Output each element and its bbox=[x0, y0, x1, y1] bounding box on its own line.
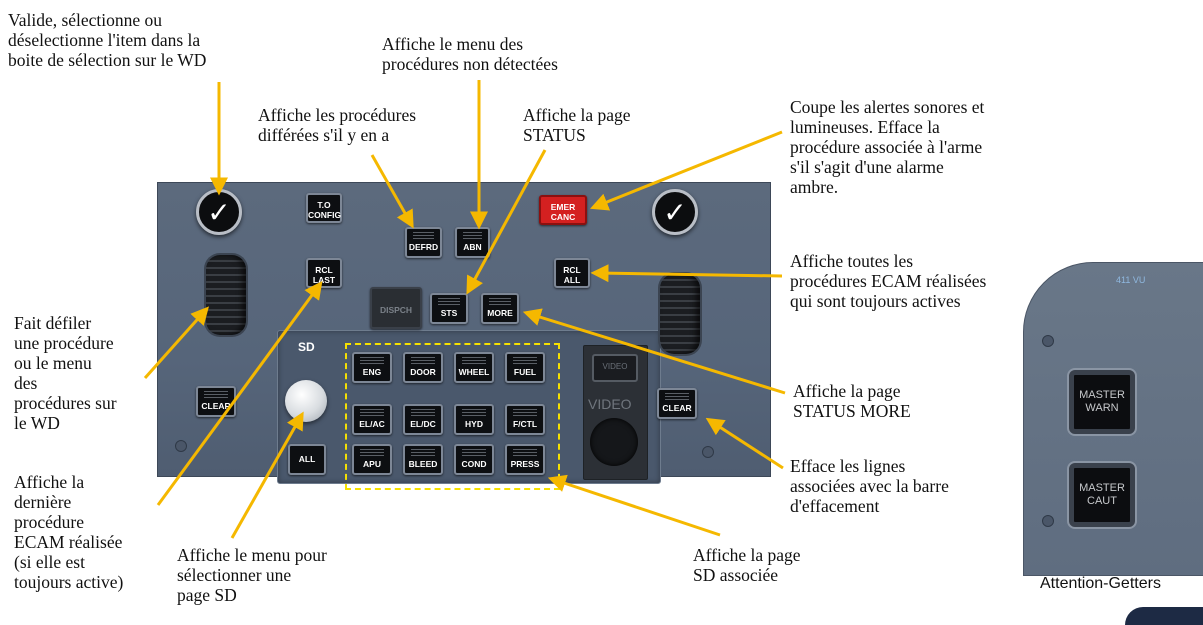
sd-page-button-el-ac[interactable]: EL/AC bbox=[352, 404, 392, 435]
annotation-status-more: Affiche la page STATUS MORE bbox=[793, 381, 911, 421]
sd-page-button-hyd[interactable]: HYD bbox=[454, 404, 494, 435]
sts-button[interactable]: STS bbox=[430, 293, 468, 324]
defrd-button[interactable]: DEFRD bbox=[405, 227, 442, 258]
arrow-rcl-last bbox=[156, 280, 323, 506]
arrow-rcl-all bbox=[590, 264, 783, 283]
annotation-deferred: Affiche les procédures différées s'il y … bbox=[258, 105, 417, 145]
master-caut-button[interactable]: MASTER CAUT bbox=[1069, 463, 1135, 527]
scroll-wheel-left[interactable] bbox=[206, 255, 246, 335]
sd-label: SD bbox=[298, 340, 315, 354]
sd-page-button-press[interactable]: PRESS bbox=[505, 444, 545, 475]
sd-pages-highlight-box bbox=[345, 343, 560, 490]
annotation-rcl-all: Affiche toutes les procédures ECAM réali… bbox=[790, 251, 987, 311]
annotation-not-detected: Affiche le menu des procédures non détec… bbox=[382, 34, 558, 74]
sd-page-button-fuel[interactable]: FUEL bbox=[505, 352, 545, 383]
arrow-emer-canc bbox=[590, 130, 783, 211]
arrow-status bbox=[466, 149, 547, 295]
to-config-button[interactable]: T.O CONFIG bbox=[306, 193, 342, 223]
scroll-wheel-right[interactable] bbox=[660, 274, 700, 354]
all-button[interactable]: ALL bbox=[288, 444, 326, 475]
screw-left bbox=[175, 440, 187, 452]
master-warn-button[interactable]: MASTER WARN bbox=[1069, 370, 1135, 434]
checkmark-knob-left[interactable]: ✓ bbox=[196, 189, 242, 235]
arrow-clear bbox=[705, 417, 784, 470]
arrow-deferred bbox=[370, 154, 414, 229]
sd-page-button-bleed[interactable]: BLEED bbox=[403, 444, 443, 475]
sd-page-button-el-dc[interactable]: EL/DC bbox=[403, 404, 443, 435]
check-icon: ✓ bbox=[663, 195, 687, 229]
video-button[interactable]: VIDEO bbox=[592, 354, 638, 382]
sd-page-button-f-ctl[interactable]: F/CTL bbox=[505, 404, 545, 435]
screw bbox=[1042, 515, 1054, 527]
panel-id-label: 411 VU bbox=[1116, 275, 1146, 285]
annotation-sd-page: Affiche la page SD associée bbox=[693, 545, 801, 585]
sd-page-button-cond[interactable]: COND bbox=[454, 444, 494, 475]
video-knob[interactable] bbox=[590, 418, 638, 466]
rcl-all-button[interactable]: RCL ALL bbox=[554, 258, 590, 288]
check-icon: ✓ bbox=[207, 195, 231, 229]
sd-page-button-door[interactable]: DOOR bbox=[403, 352, 443, 383]
clear-button-left[interactable]: CLEAR bbox=[196, 386, 236, 417]
annotation-emer-canc: Coupe les alertes sonores et lumineuses.… bbox=[790, 97, 985, 197]
arrow-status-more bbox=[522, 308, 786, 395]
annotation-validate: Valide, sélectionne ou déselectionne l'i… bbox=[8, 10, 207, 70]
clear-button-right[interactable]: CLEAR bbox=[657, 388, 697, 419]
annotation-sd-menu: Affiche le menu pour sélectionner une pa… bbox=[177, 545, 327, 605]
video-section: VIDEO VIDEO bbox=[583, 345, 648, 480]
sd-page-button-eng[interactable]: ENG bbox=[352, 352, 392, 383]
emer-canc-button[interactable]: EMER CANC bbox=[539, 195, 587, 225]
arrow-sd-page bbox=[547, 474, 721, 537]
attention-getters-caption: Attention-Getters bbox=[1040, 575, 1161, 592]
sd-page-button-wheel[interactable]: WHEEL bbox=[454, 352, 494, 383]
annotation-clear: Efface les lignes associées avec la barr… bbox=[790, 456, 949, 516]
video-label: VIDEO bbox=[588, 396, 632, 412]
more-button[interactable]: MORE bbox=[481, 293, 519, 324]
screw bbox=[1042, 335, 1054, 347]
annotation-status: Affiche la page STATUS bbox=[523, 105, 631, 145]
checkmark-knob-right[interactable]: ✓ bbox=[652, 189, 698, 235]
sd-page-button-apu[interactable]: APU bbox=[352, 444, 392, 475]
annotation-scroll: Fait défiler une procédure ou le menu de… bbox=[14, 313, 117, 433]
annotation-rcl-last: Affiche la dernière procédure ECAM réali… bbox=[14, 472, 124, 592]
dispch-button[interactable]: DISPCH bbox=[370, 287, 422, 329]
corner-logo bbox=[1125, 607, 1203, 625]
screw-right bbox=[702, 446, 714, 458]
arrow-sd-menu bbox=[230, 411, 304, 539]
arrow-scroll bbox=[143, 306, 209, 379]
